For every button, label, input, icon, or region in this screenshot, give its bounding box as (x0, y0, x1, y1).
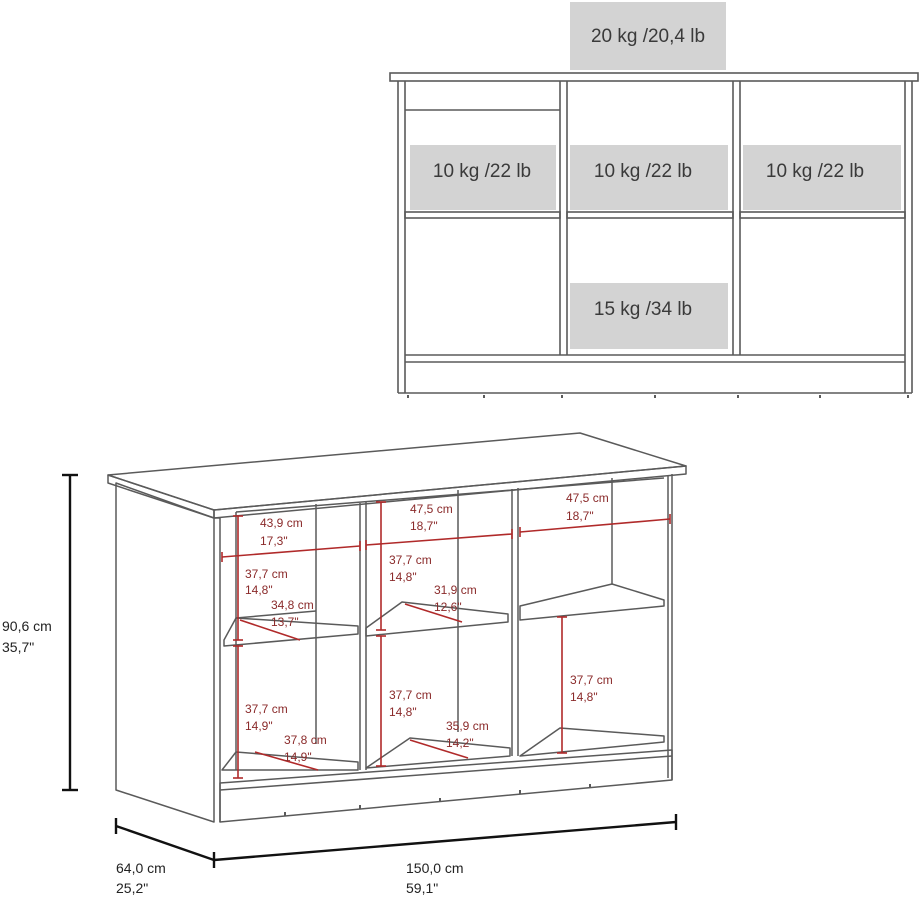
iso-shelf-right (519, 583, 665, 621)
shelf-center-load-box (570, 145, 728, 210)
depth-cm-label: 64,0 cm (116, 860, 166, 876)
isometric-view (107, 432, 687, 823)
center-bottom-depth-in: 14,2" (446, 736, 474, 750)
left-width-cm: 43,9 cm (260, 516, 303, 530)
width-dimension-line (213, 820, 677, 862)
iso-plinth (219, 749, 673, 823)
height-cm-label: 90,6 cm (2, 618, 52, 634)
overall-dimension-lines (62, 473, 678, 868)
right-lower-height-cm: 37,7 cm (570, 673, 613, 687)
shelf-left-load-label: 10 kg /22 lb (433, 161, 531, 182)
front-shelf-right (739, 211, 906, 219)
iso-bottom-deck-center (365, 737, 511, 769)
iso-shelf-left (223, 617, 359, 647)
center-bottom-depth-cm: 35,9 cm (446, 719, 489, 733)
iso-left-side (115, 482, 215, 823)
center-upper-height-in: 14,8" (389, 570, 417, 584)
center-upper-height-cm: 37,7 cm (389, 553, 432, 567)
load-labels: 20 kg /20,4 lb 10 kg /22 lb 10 kg /22 lb… (410, 2, 901, 349)
shelf-right-load-label: 10 kg /22 lb (766, 161, 864, 182)
load-capacity-view (389, 72, 919, 398)
left-shelf-depth-in: 13,7" (271, 615, 299, 629)
right-width-in: 18,7" (566, 509, 594, 523)
top-load-box (570, 2, 726, 70)
front-shelf-center (566, 211, 734, 219)
left-upper-height-in: 14,8" (245, 583, 273, 597)
front-shelf-left (404, 211, 561, 219)
width-in-label: 59,1" (406, 880, 438, 896)
right-lower-height-in: 14,8" (570, 690, 598, 704)
iso-shelf-center (365, 601, 509, 637)
left-lower-height-cm: 37,7 cm (245, 702, 288, 716)
center-shelf-depth-cm: 31,9 cm (434, 583, 477, 597)
iso-bottom-deck-left (221, 751, 359, 771)
bottom-center-load-box (570, 283, 728, 349)
height-in-label: 35,7" (2, 639, 34, 655)
depth-in-label: 25,2" (116, 880, 148, 896)
red-dimension-lines (221, 501, 671, 779)
right-width-cm: 47,5 cm (566, 491, 609, 505)
front-top-panel (389, 72, 919, 82)
shelf-left-load-box (410, 145, 556, 210)
center-shelf-depth-in: 12,6" (434, 600, 462, 614)
left-bottom-depth-in: 14,9" (284, 750, 312, 764)
depth-dimension-line (115, 824, 215, 862)
width-cm-label: 150,0 cm (406, 860, 464, 876)
shelf-right-load-box (743, 145, 901, 210)
red-dimension-labels: 43,9 cm 17,3" 47,5 cm 18,7" 47,5 cm 18,7… (245, 491, 613, 764)
iso-bottom-deck-right (519, 727, 665, 757)
center-lower-height-cm: 37,7 cm (389, 688, 432, 702)
left-width-in: 17,3" (260, 534, 288, 548)
center-width-in: 18,7" (410, 519, 438, 533)
shelf-center-load-label: 10 kg /22 lb (594, 161, 692, 182)
left-upper-height-cm: 37,7 cm (245, 567, 288, 581)
bottom-center-load-label: 15 kg /34 lb (594, 299, 692, 320)
left-bottom-depth-cm: 37,8 cm (284, 733, 327, 747)
left-shelf-depth-cm: 34,8 cm (271, 598, 314, 612)
overall-dimension-labels: 90,6 cm 35,7" 64,0 cm 25,2" 150,0 cm 59,… (2, 618, 464, 896)
center-width-cm: 47,5 cm (410, 502, 453, 516)
left-lower-height-in: 14,9" (245, 719, 273, 733)
center-lower-height-in: 14,8" (389, 705, 417, 719)
top-load-label: 20 kg /20,4 lb (591, 26, 705, 47)
